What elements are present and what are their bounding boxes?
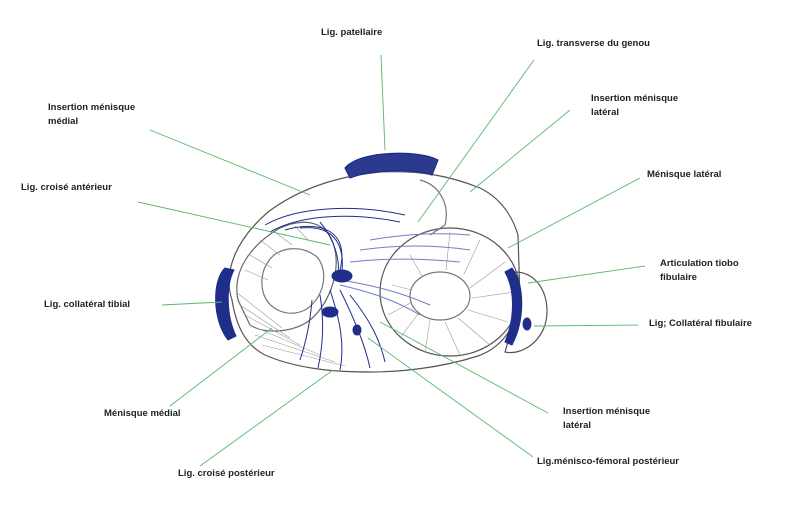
leader-lcp bbox=[199, 369, 334, 467]
leader-collateral-tibial bbox=[161, 301, 223, 306]
ligament-insertions bbox=[215, 267, 532, 346]
label-line-2: latéral bbox=[591, 107, 619, 118]
lateral-insertion bbox=[352, 324, 362, 336]
leader-menisco-femoral bbox=[367, 337, 534, 458]
leader-lines bbox=[137, 54, 646, 467]
leader-insertion-lateral-top bbox=[469, 109, 571, 193]
leader-lca bbox=[137, 201, 331, 246]
medial-meniscus-outline bbox=[236, 221, 337, 332]
fibular-ligament-insertion bbox=[522, 317, 532, 331]
label-lig-menisco-femoral: Lig.ménisco-fémoral postérieur bbox=[537, 456, 680, 467]
label-line-1: Insertion ménisque bbox=[591, 93, 679, 104]
label-lig-patellaire: Lig. patellaire bbox=[321, 27, 383, 38]
leader-insertion-medial bbox=[149, 129, 311, 196]
label-lig-collateral-fibulaire: Lig; Collatéral fibulaire bbox=[649, 318, 752, 329]
label-lig-collateral-tibial: Lig. collatéral tibial bbox=[44, 299, 131, 310]
label-line-2: latéral bbox=[563, 420, 591, 431]
leader-collateral-fibulaire bbox=[533, 324, 639, 327]
lateral-band bbox=[504, 267, 523, 346]
label-line-2: médial bbox=[48, 116, 79, 127]
acl-insertion bbox=[331, 269, 353, 283]
leader-menisque-medial bbox=[169, 327, 273, 407]
label-line-1: Articulation tiobo bbox=[660, 258, 739, 269]
label-line-2: fibulaire bbox=[660, 272, 697, 283]
tibial-collateral-band bbox=[215, 267, 237, 341]
lateral-hatching bbox=[387, 231, 516, 356]
leader-articulation bbox=[527, 265, 646, 284]
label-lig-croise-posterieur: Lig. croisé postérieur bbox=[178, 468, 275, 479]
label-lig-croise-anterieur: Lig. croisé antérieur bbox=[21, 182, 112, 193]
leader-menisque-lateral bbox=[507, 177, 641, 249]
patellar-stub bbox=[344, 152, 439, 179]
leader-patellaire bbox=[380, 54, 386, 151]
label-line-1: Insertion ménisque bbox=[48, 102, 136, 113]
leader-insertion-lateral-bottom bbox=[379, 321, 549, 414]
tibial-plateau-drawing bbox=[228, 152, 548, 373]
pcl-insertion bbox=[321, 306, 339, 318]
label-menisque-medial: Ménisque médial bbox=[104, 408, 181, 419]
label-lig-transverse: Lig. transverse du genou bbox=[537, 38, 650, 49]
label-insertion-menisque-medial: Insertion ménisque médial bbox=[48, 101, 135, 129]
medial-articular-surface bbox=[261, 248, 325, 314]
label-articulation-tibio-fibulaire: Articulation tiobo fibulaire bbox=[660, 257, 739, 285]
medial-hatching bbox=[235, 225, 346, 367]
label-insertion-menisque-lateral-bottom: Insertion ménisque latéral bbox=[563, 405, 650, 433]
anterior-area bbox=[419, 179, 447, 236]
lateral-articular-surface bbox=[409, 271, 471, 321]
label-line-1: Insertion ménisque bbox=[563, 406, 651, 417]
label-insertion-menisque-lateral-top: Insertion ménisque latéral bbox=[591, 92, 678, 120]
ligaments-drawing bbox=[264, 207, 471, 371]
label-menisque-lateral: Ménisque latéral bbox=[647, 169, 722, 180]
leader-transverse bbox=[417, 59, 535, 223]
plateau-outline bbox=[228, 171, 521, 373]
